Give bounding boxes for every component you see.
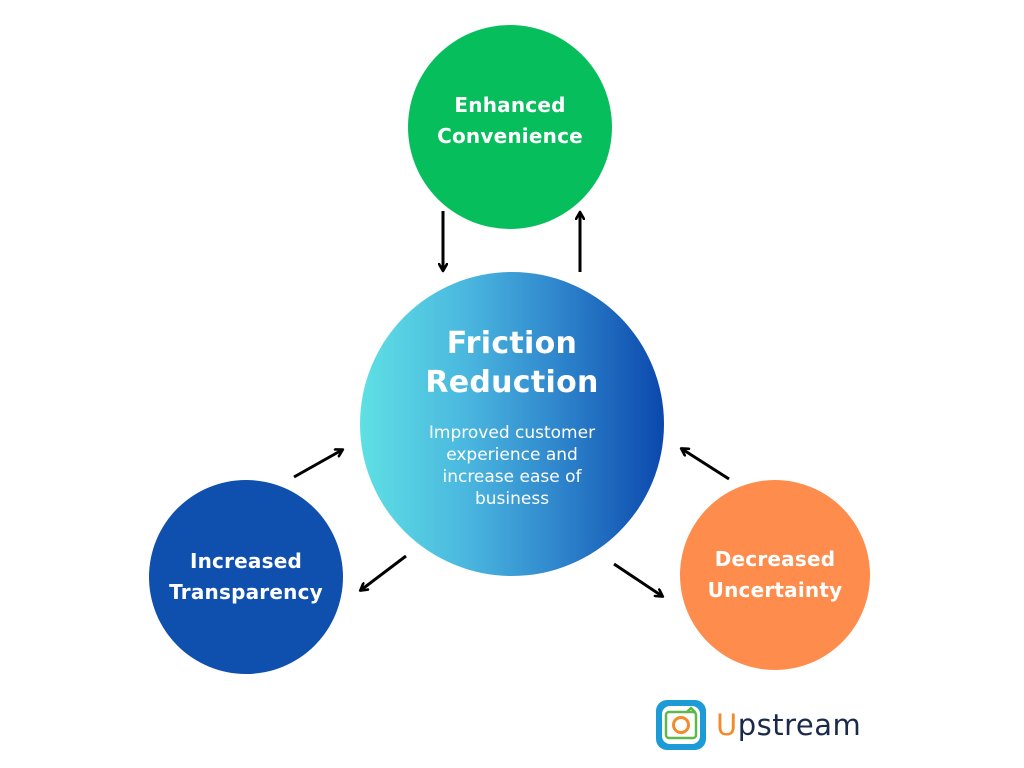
upstream-logo: Upstream [656, 698, 861, 752]
node-subtitle: Improved customer experience and increas… [428, 423, 596, 509]
node-enhanced-convenience: Enhanced Convenience [408, 25, 612, 229]
arrow-left-to-center [293, 450, 342, 479]
node-friction-reduction: Friction Reduction Improved customer exp… [360, 272, 664, 576]
node-title: Enhanced Convenience [437, 93, 583, 148]
node-increased-transparency: Increased Transparency [149, 480, 343, 674]
arrow-right-to-center [682, 449, 730, 481]
logo-wordmark-rest: pstream [737, 707, 862, 742]
node-title: Increased Transparency [169, 549, 323, 604]
arrow-center-to-right [613, 562, 662, 596]
node-decreased-uncertainty: Decreased Uncertainty [680, 480, 870, 670]
arrow-center-to-left [361, 554, 407, 590]
node-title: Decreased Uncertainty [707, 547, 843, 602]
logo-wordmark-prefix: U [716, 707, 738, 742]
upstream-logo-icon [656, 700, 706, 750]
node-title: Friction Reduction [425, 326, 599, 400]
logo-wordmark: Upstream [716, 707, 862, 742]
